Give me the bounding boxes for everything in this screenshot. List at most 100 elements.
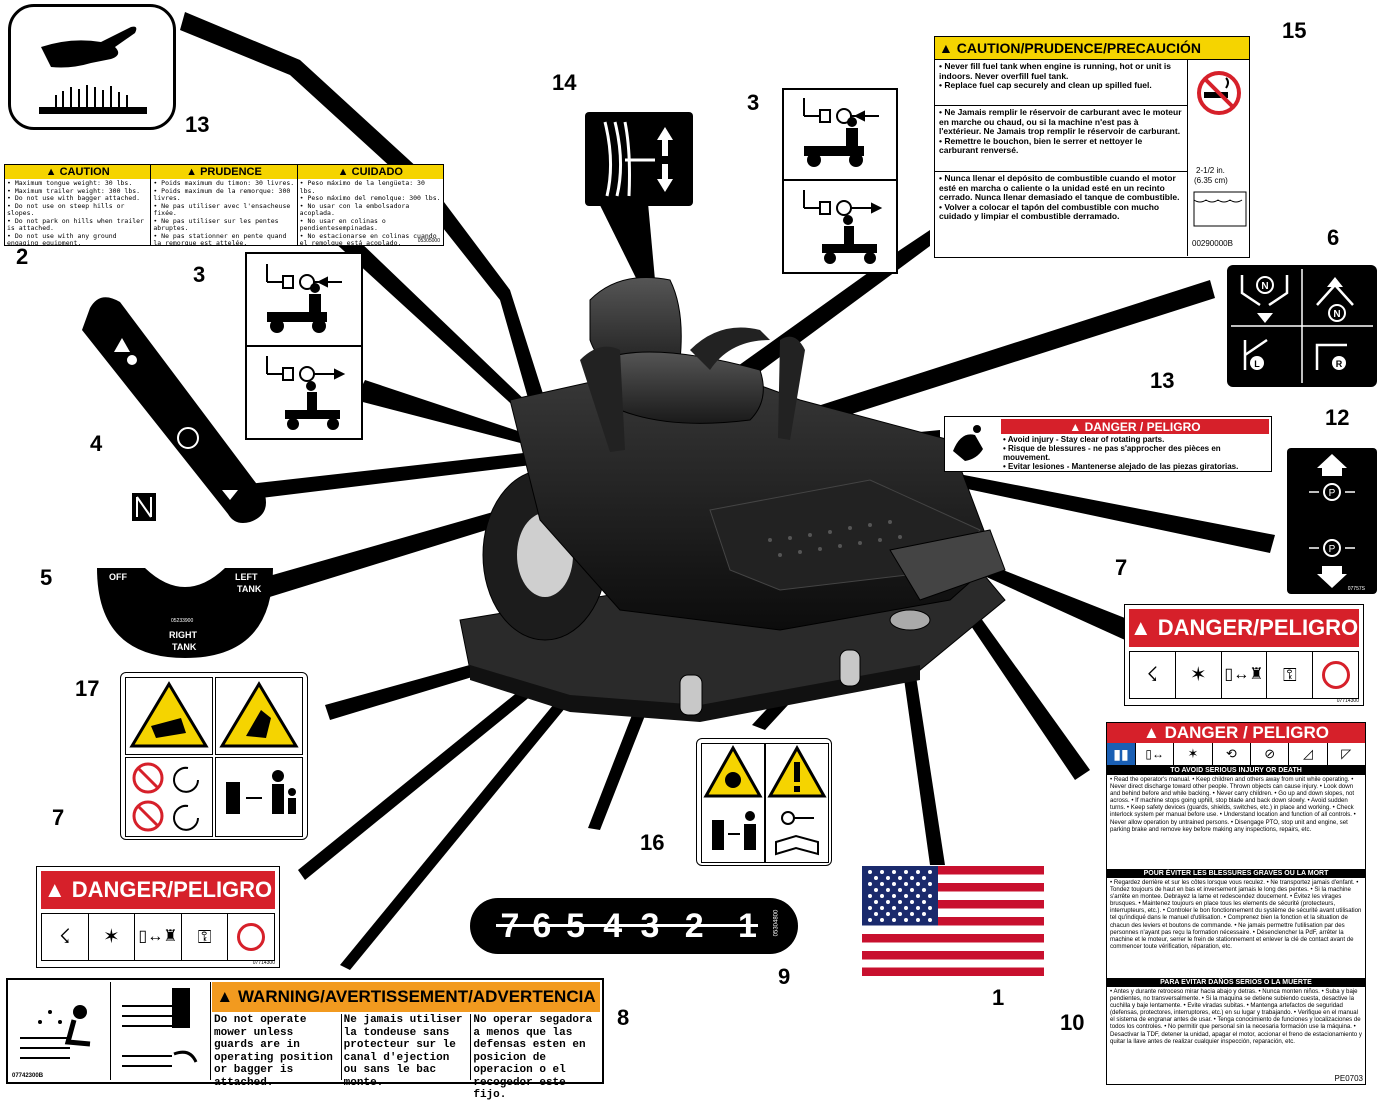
callout-9: 9	[778, 964, 791, 989]
danger-decal-right: ▲ DANGER/PELIGRO ☇ ✶ ▯↔♜ ⚿ 07714300	[1124, 604, 1364, 706]
rotating-parts-danger-decal: ▲ DANGER / PELIGRO • Avoid injury - Stay…	[944, 416, 1272, 472]
general-danger-decal: ▲ DANGER / PELIGRO ▮▮ ▯↔ ✶ ⟲ ⊘ ◿ ◸ TO AV…	[1106, 722, 1366, 1085]
hot-surface-icon	[39, 26, 147, 114]
callout-3-top: 3	[747, 90, 760, 115]
caution-header: ▲ CAUTION	[5, 165, 152, 179]
rotating-parts-icon	[953, 425, 983, 461]
svg-text:07757S: 07757S	[1348, 586, 1366, 592]
height-lever-decal	[585, 112, 693, 206]
pto-decal-left	[245, 252, 363, 440]
warning-text-fr: Ne jamais utiliser la tondeuse sans prot…	[342, 1014, 472, 1089]
fill-depth-line1: 2-1/2 in.	[1196, 166, 1225, 175]
decal-code: 07714300	[1336, 698, 1359, 704]
callout-12: 13	[1150, 368, 1175, 393]
callout-3-left: 3	[193, 262, 206, 287]
read-manual-icon: ▮▮	[1107, 743, 1135, 765]
rollover-hazard-icon	[703, 744, 763, 850]
us-flag-icon	[862, 866, 1044, 976]
slope-warning-decal	[696, 738, 832, 866]
caution-text-es: • Peso máximo de la lengüeta: 30 lbs. • …	[299, 179, 441, 245]
tank-off-label: OFF	[109, 572, 127, 582]
danger-section-heading: POUR ÉVITER LES BLESSURES GRAVES OU LA M…	[1107, 869, 1365, 878]
blade-hazard-icon	[129, 681, 209, 748]
fill-depth-line2: (6.35 cm)	[1194, 176, 1228, 185]
rotating-parts-text-fr: • Risque de blessures - ne pas s'approch…	[1003, 444, 1221, 462]
warning-text-es: No operar segadora a menos que las defen…	[473, 1014, 593, 1101]
read-manual-icon: ⚿	[1267, 652, 1314, 698]
danger-text-fr: • Regardez derrière et sur les côtes lor…	[1110, 879, 1362, 950]
fuel-caution-decal: ▲ CAUTION/PRUDENCE/PRECAUCIÓN • Never fi…	[934, 36, 1250, 258]
blade-contact-icon: ✶	[89, 914, 136, 960]
decal-code: 05233900	[171, 618, 194, 624]
fuel-text-es: • Nunca llenar el depósito de combustibl…	[939, 173, 1180, 221]
blade-warning-decal	[120, 672, 308, 840]
discharge-chute-icon	[20, 1005, 91, 1059]
svg-text:L: L	[1254, 359, 1260, 369]
fuel-text-fr: • Ne Jamais remplir le réservoir de carb…	[935, 106, 1187, 172]
cutting-height-scale-decal: 7 6 5 4 3 2 1 05304800	[470, 898, 798, 954]
warning-text-en: Do not operate mower unless guards are i…	[212, 1014, 342, 1089]
cuidado-header: ▲ CUIDADO	[297, 165, 443, 179]
tank-left-label: LEFT	[235, 572, 258, 582]
callout-7-right: 7	[1115, 555, 1128, 580]
callout-14: 14	[552, 70, 577, 95]
callout-8: 8	[617, 1005, 630, 1030]
caution-text-en: • Maximum tongue weight: 30 lbs. • Maxim…	[5, 179, 152, 245]
callout-11: 12	[1325, 405, 1350, 430]
no-smoking-icon	[1197, 71, 1241, 115]
guard-position-icon	[122, 988, 198, 1067]
danger-section-heading: TO AVOID SERIOUS INJURY OR DEATH	[1107, 766, 1365, 775]
svg-text:R: R	[1336, 359, 1343, 369]
fuel-caution-header: ▲ CAUTION/PRUDENCE/PRECAUCIÓN	[935, 37, 1249, 60]
tank-left-label-2: TANK	[237, 584, 262, 594]
tank-right-label-2: TANK	[172, 642, 197, 652]
no-hands-icon	[132, 762, 199, 832]
callout-1: 1	[992, 985, 1005, 1010]
general-danger-header: ▲ DANGER / PELIGRO	[1107, 723, 1365, 743]
callout-16: 16	[640, 830, 665, 855]
fuel-tank-selector-decal: OFF LEFT TANK 05233900 RIGHT TANK	[95, 566, 275, 660]
rollover-icon: ◸	[1326, 743, 1365, 765]
callout-13: 13	[185, 112, 210, 137]
warning-header: ▲ WARNING/AVERTISSEMENT/ADVERTENCIA	[212, 982, 600, 1012]
trailer-caution-decal: ▲ CAUTION ▲ PRUDENCE ▲ CUIDADO • Maximum…	[4, 164, 444, 246]
park-brake-icon	[1323, 483, 1341, 501]
rotating-parts-header: ▲ DANGER / PELIGRO	[1001, 419, 1269, 434]
decal-code: 07742300B	[12, 1073, 44, 1079]
svg-text:N: N	[1261, 281, 1268, 292]
keep-distance-icon: ▯↔♜	[1222, 652, 1268, 698]
warning-manual-icon	[767, 744, 827, 856]
parking-brake-decal: P P 07757S	[1287, 448, 1377, 594]
keep-distance-icon	[226, 770, 296, 814]
decal-code: 00290000B	[1192, 239, 1233, 248]
thrown-object-icon	[219, 681, 299, 748]
keep-distance-icon: ▯↔	[1135, 743, 1173, 765]
decal-code: PE0703	[1334, 1074, 1363, 1083]
blade-contact-icon: ✶	[1176, 652, 1222, 698]
danger-decal-left: ▲ DANGER/PELIGRO ☇ ✶ ▯↔♜ ⚿ 07714300	[36, 866, 280, 968]
danger-text-es: • Antes y durante retroceso mirar hacia …	[1110, 988, 1362, 1045]
discharge-warning-decal: 07742300B ▲ WARNING/AVERTISSEMENT/ADVERT…	[6, 978, 604, 1101]
neutral-icon	[1256, 276, 1274, 294]
caution-text-fr: • Poids maximum du timon: 30 livres. • P…	[151, 179, 298, 245]
no-riders-icon	[228, 914, 274, 960]
lift-arrows-icon	[603, 121, 673, 197]
neutral-lock-icon	[132, 493, 156, 521]
callout-10: 10	[1060, 1010, 1085, 1035]
thrown-object-icon: ✶	[1173, 743, 1211, 765]
thrown-object-icon: ☇	[1130, 652, 1176, 698]
choke-throttle-decal	[60, 290, 270, 530]
danger-header: ▲ DANGER/PELIGRO	[41, 871, 275, 909]
no-riders-icon	[1313, 652, 1358, 698]
prudence-header: ▲ PRUDENCE	[151, 165, 298, 179]
pto-engage-icon	[266, 264, 342, 290]
svg-text:N: N	[1333, 309, 1340, 320]
callout-6: 6	[1327, 225, 1340, 250]
steering-direction-decal: N N L R	[1227, 265, 1377, 387]
callout-17: 17	[75, 676, 100, 701]
rotating-parts-text-en: • Avoid injury - Stay clear of rotating …	[1003, 435, 1165, 444]
zero-turn-mower-illustration	[459, 277, 1006, 722]
tank-right-label: RIGHT	[169, 630, 197, 640]
danger-section-heading: PARA EVITAR DAÑOS SERIOS O LA MUERTE	[1107, 978, 1365, 987]
callout-4: 4	[90, 431, 103, 456]
